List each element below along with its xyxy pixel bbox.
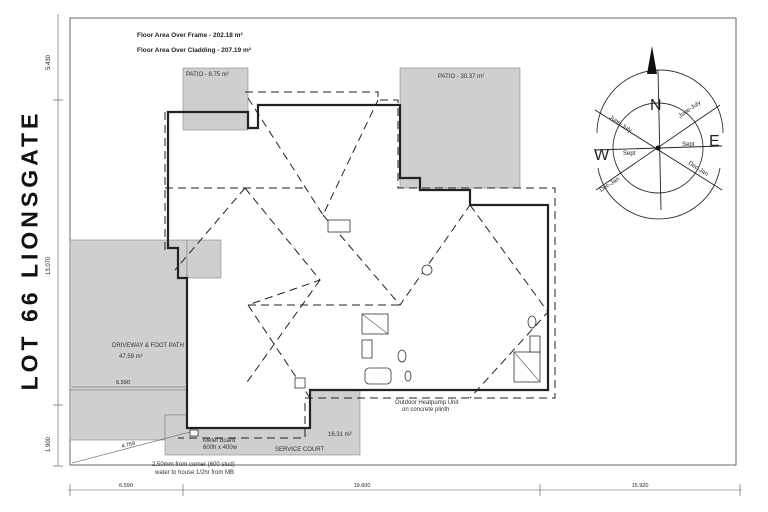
meter-note-4: water to house 1/2hr from MB [154,470,234,476]
dim-left-top: 5.430 [46,54,52,70]
diagonal-dim-line [71,431,191,464]
sun-june-july-left: June-July [608,115,632,135]
north-arrow-icon [647,46,657,74]
patio-right-area [399,67,521,189]
compass-east: E [709,133,720,150]
sun-dec-jan-left: Dec-Jan [599,176,621,193]
service-court-area [164,389,361,456]
sun-sept-left: Sept [623,151,636,157]
kitchen-island [421,264,433,276]
left-dimension-line [53,14,63,467]
sun-sept-right: Sept [682,142,695,148]
roof-outline [164,91,556,439]
dim-left-bottom: 1.900 [46,436,52,452]
service-court-area-label: 16.31 m² [328,432,352,438]
vanity-fixture [361,339,373,359]
meter-note-1: Meter board [203,438,235,444]
dim-bottom-left: 6.590 [119,483,133,489]
floor-area-frame: Floor Area Over Frame - 202.18 m² [137,32,243,39]
heat-pump-note-1: Outdoor Heatpump Unit [395,400,459,406]
meter-board-box [189,429,199,437]
ensuite-toilet [527,315,537,329]
patio-right-label: PATIO - 30.37 m² [438,74,484,80]
patio-left-area [182,67,249,131]
service-court-label: SERVICE COURT [275,447,324,453]
interior-fixtures [189,219,541,437]
bottom-dimension-line [68,484,742,496]
dim-left-middle: 13.070 [46,256,52,275]
toilet-fixture [397,349,407,363]
compass-west: W [594,147,610,164]
dim-diagonal: 4.759 [121,441,136,450]
driveway-entry-area [186,239,222,279]
driveway-area [69,239,188,391]
dim-bottom-right: 15.920 [632,483,649,489]
meter-note-2: 600h x 400w [203,445,238,451]
compass-north: N [650,97,662,114]
dim-bottom-middle: 19.600 [354,483,371,489]
patio-left-label: PATIO - 8.75 m² [186,72,229,78]
driveway-area-label: 47.59 m² [119,354,143,360]
bath-fixture [364,367,392,385]
driveway-label: DRIVEWAY & FOOT PATH [112,343,184,349]
basin-fixture [404,370,412,382]
heatpump-plinth [294,377,306,389]
compass-rose [594,46,724,220]
heat-pump-note-2: on concrete plinth [402,407,449,413]
laundry-fixture [327,219,351,233]
meter-note-3: 2.50mm from corner (600 stud) [152,462,235,468]
floor-area-cladding: Floor Area Over Cladding - 207.19 m² [137,47,252,54]
dim-driveway-width: 6.590 [116,380,130,386]
ensuite-vanity [529,335,541,353]
